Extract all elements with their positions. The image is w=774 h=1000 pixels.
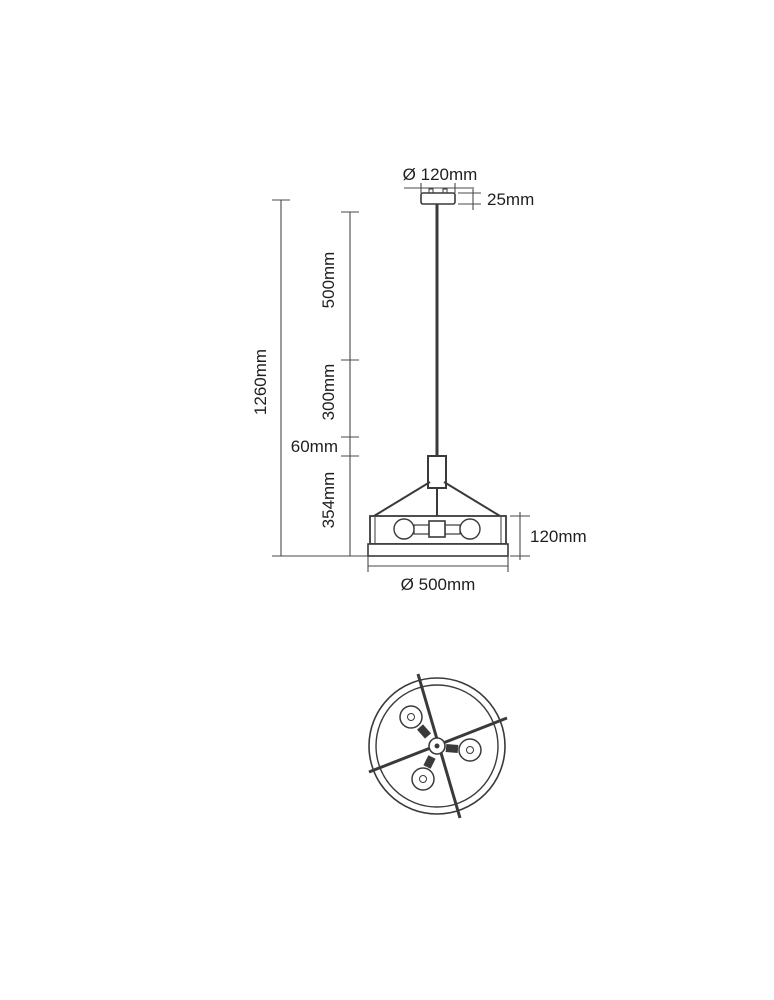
stem-section-label: 60mm (291, 437, 338, 456)
top-view-socket-right (445, 744, 459, 753)
top-view-bulb-upper-left-filament (407, 713, 415, 721)
fixture-side-view (367, 455, 509, 557)
top-view-bulb-right (458, 738, 482, 762)
top-view-outer-ring (368, 677, 506, 815)
canopy-height-label: 25mm (487, 190, 534, 209)
canopy-height-extension-lines (458, 192, 481, 205)
top-view-center-dot (434, 743, 440, 749)
dimension-canopy-height: 25mm (458, 187, 534, 210)
chain-dim-ticks (341, 211, 359, 557)
dimension-canopy-diameter: Ø 120mm (403, 165, 478, 193)
shade-height-ticks (514, 515, 526, 557)
top-view-socket-lower-left (423, 755, 436, 769)
frame-leg-right (443, 481, 501, 517)
center-socket (428, 520, 446, 538)
frame-leg-left (373, 481, 431, 517)
top-view-bulb-lower-left-filament (419, 775, 427, 783)
body-section-label: 354mm (319, 472, 338, 529)
canopy-diameter-ticks (420, 183, 456, 193)
socket-hub (427, 455, 447, 489)
dimension-chain: 500mm 300mm 60mm 354mm (272, 211, 368, 557)
canopy (420, 188, 456, 205)
bulb-right (459, 518, 481, 540)
bulb-socket-left (413, 524, 430, 535)
middle-section-label: 300mm (319, 364, 338, 421)
canopy-diameter-label: Ø 120mm (403, 165, 478, 184)
canopy-body (420, 192, 456, 205)
overall-height-label: 1260mm (251, 349, 270, 415)
bulb-socket-right (444, 524, 461, 535)
top-view-bulb-upper-left (399, 705, 423, 729)
dimension-shade-height: 120mm (510, 512, 587, 560)
top-view-bulb-right-filament (466, 746, 474, 754)
dimension-shade-diameter: Ø 500mm (367, 556, 509, 594)
shade-diameter-label: Ø 500mm (401, 575, 476, 594)
dimension-overall-height: 1260mm (251, 199, 290, 557)
shade-base-rim (367, 543, 509, 557)
shade-diameter-extension-lines (367, 556, 509, 572)
top-view-bulb-lower-left (411, 767, 435, 791)
top-view-inner-ring (375, 684, 499, 808)
shade-height-label: 120mm (530, 527, 587, 546)
top-view-socket-upper-left (417, 724, 431, 739)
upper-section-label: 500mm (319, 252, 338, 309)
fixture-top-view (368, 673, 508, 819)
shade-ring-inner-walls (374, 516, 502, 544)
bulb-left (393, 518, 415, 540)
